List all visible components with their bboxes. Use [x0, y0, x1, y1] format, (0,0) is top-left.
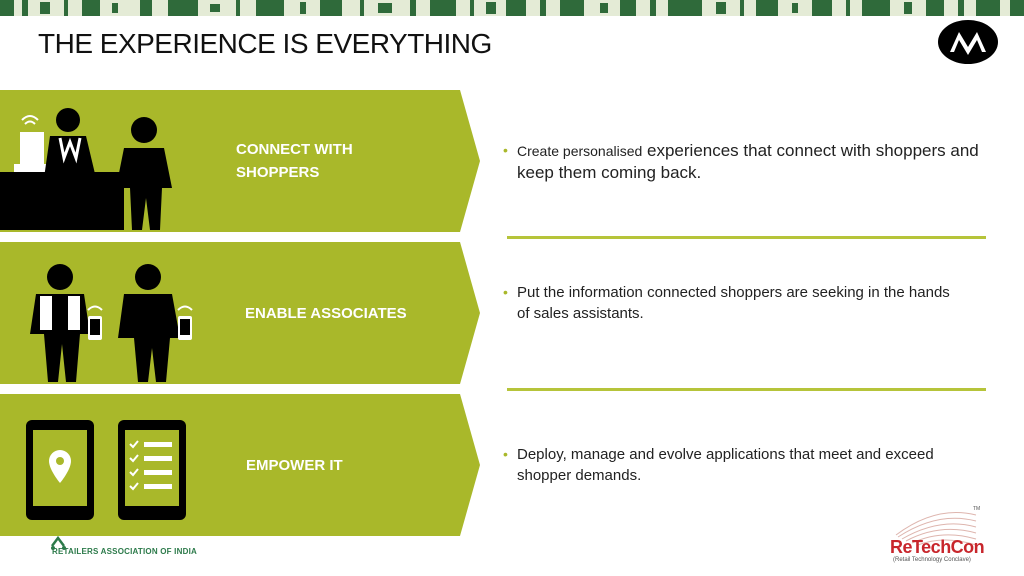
pattern-strip-icon: [0, 0, 1024, 16]
associates-with-phones-icon: [30, 264, 193, 382]
rai-caption: RETAILERS ASSOCIATION OF INDIA: [52, 547, 197, 556]
rai-logo-icon: [51, 535, 66, 550]
bullet-text: experiences that connect with shoppers a…: [517, 141, 979, 182]
page-title: THE EXPERIENCE IS EVERYTHING: [38, 28, 492, 59]
bullet-text: of sales assistants.: [517, 305, 644, 322]
bullet-dot-icon: •: [503, 446, 508, 462]
row-label-empower: EMPOWER IT: [246, 454, 343, 477]
bullet-dot-icon: •: [503, 142, 508, 158]
bullet-text: Create personalised: [517, 143, 643, 159]
bullet-text: Deploy, manage and evolve applications t…: [517, 446, 934, 484]
shopper-at-register-icon: [0, 108, 172, 230]
bullet-text: Put the information connected shoppers a…: [517, 284, 950, 301]
feature-row-empower: EMPOWER IT: [0, 394, 480, 536]
decorative-top-strip: [0, 0, 1024, 16]
divider: [507, 236, 986, 239]
row-label-line: CONNECT WITH: [236, 141, 353, 158]
bullet-enable: • Put the information connected shoppers…: [503, 282, 983, 324]
arrow-panel: [0, 242, 480, 384]
motorola-logo-icon: [938, 20, 998, 64]
bullet-empower: • Deploy, manage and evolve applications…: [503, 444, 983, 486]
feature-row-connect: CONNECT WITH SHOPPERS: [0, 90, 480, 232]
mobile-devices-icon: [26, 420, 186, 520]
feature-row-enable: ENABLE ASSOCIATES: [0, 242, 480, 384]
row-label-line: EMPOWER IT: [246, 457, 343, 474]
bullet-dot-icon: •: [503, 284, 508, 300]
row-label-line: SHOPPERS: [236, 164, 320, 181]
row-label-connect: CONNECT WITH SHOPPERS: [236, 138, 353, 184]
row-label-enable: ENABLE ASSOCIATES: [245, 302, 407, 325]
retechcon-subtitle: (Retail Technology Conclave): [893, 557, 971, 563]
divider: [507, 388, 986, 391]
retechcon-name: ReTechCon: [890, 537, 985, 557]
retechcon-logo-icon: [895, 512, 977, 546]
row-label-line: ENABLE ASSOCIATES: [245, 305, 407, 322]
bullet-connect: • Create personalised experiences that c…: [503, 140, 983, 184]
trademark-mark: TM: [973, 506, 981, 512]
